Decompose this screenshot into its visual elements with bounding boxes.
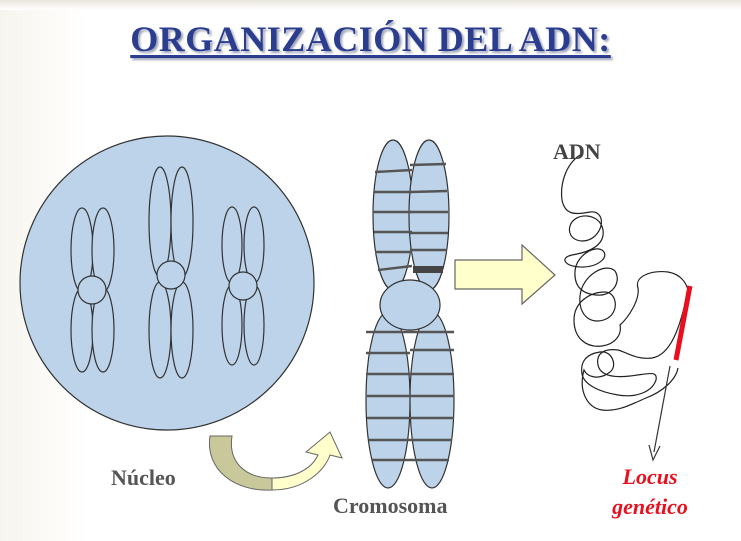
large-chromosome (365, 139, 455, 489)
page-title: ORGANIZACIÓN DEL ADN: (130, 19, 611, 59)
nucleus (19, 135, 315, 431)
locus-pointer-arrow (648, 365, 671, 462)
nucleus-chromosome-2 (148, 166, 194, 379)
label-chromosome: Cromosoma (333, 493, 448, 518)
label-locus-line2: genético (612, 494, 688, 519)
label-locus: Locus genético (590, 462, 710, 522)
dna-strand (560, 154, 693, 411)
label-nucleus: Núcleo (111, 465, 176, 490)
nucleus-chromosome-1 (70, 207, 115, 373)
curved-arrow (208, 431, 343, 491)
nucleus-chromosome-3 (221, 206, 265, 366)
label-locus-line1: Locus (622, 464, 678, 489)
top-border (0, 0, 741, 10)
label-dna: ADN (553, 139, 601, 164)
block-arrow (454, 243, 556, 306)
